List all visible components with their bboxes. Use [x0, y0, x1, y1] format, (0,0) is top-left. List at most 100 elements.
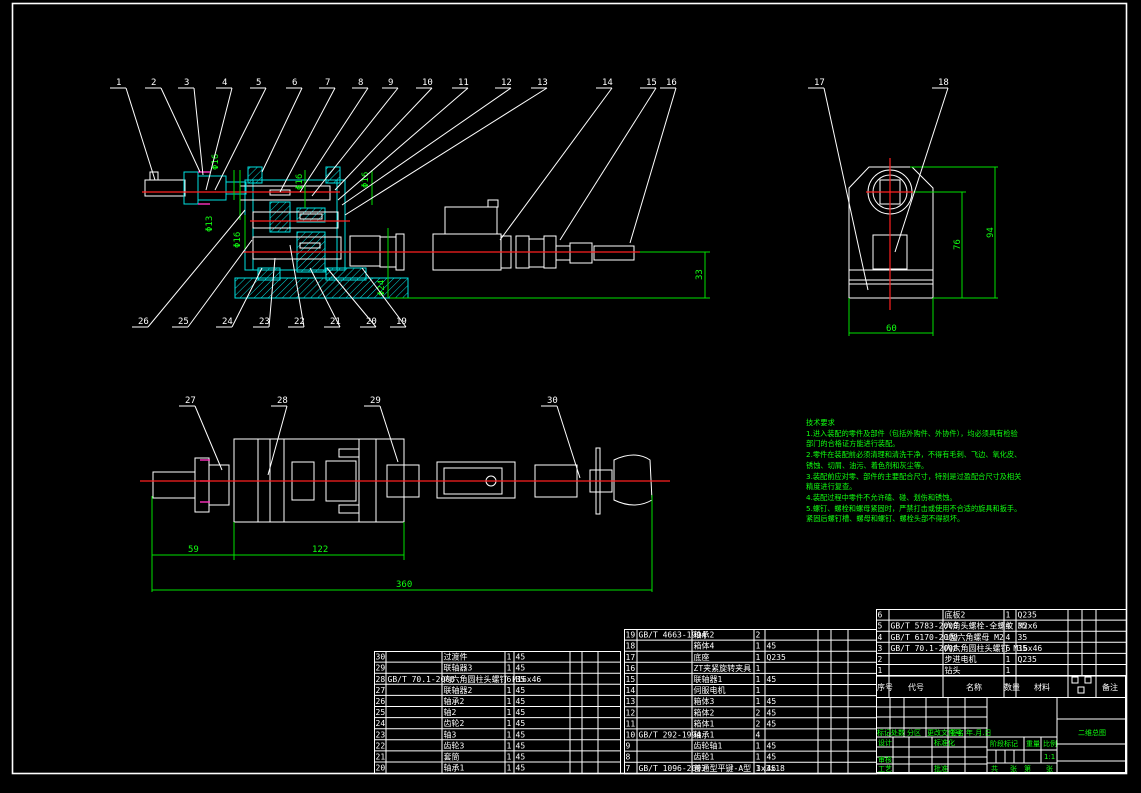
bom-name: ZT夹紧旋转夹具 [694, 663, 752, 673]
bom-qty: 2 [756, 708, 761, 717]
tech-req-item-5: 5.螺钉、螺栓和螺母紧固时，严禁打击或使用不合适的旋具和扳手。紧固后螺钉槽、螺母… [806, 503, 1022, 524]
bom-name: 齿轮1 [694, 752, 715, 762]
bom-header-name: 名称 [966, 682, 982, 692]
balloon-label: 18 [938, 78, 949, 88]
tb-process: 工艺 [878, 765, 892, 773]
bom-material: 45 [516, 719, 526, 728]
balloon-label: 30 [547, 396, 558, 406]
bom-no: 20 [376, 764, 386, 773]
balloon-label: 7 [325, 78, 330, 88]
motor-mount [349, 235, 381, 267]
bom-no: 4 [878, 633, 883, 642]
balloon-label: 12 [501, 78, 512, 88]
base-riser-left [257, 267, 281, 281]
bom-qty: 1 [1006, 666, 1011, 675]
servo-motor-terminal [487, 199, 499, 208]
bom-name: 箱体3 [694, 696, 715, 706]
bom-name: 轴承1 [694, 730, 715, 740]
bom-material: 45 [516, 708, 526, 717]
tb-standardization: 标准化 [934, 738, 955, 747]
bom-name: 轴3 [444, 729, 457, 739]
bom-header-qty: 数量 [1004, 682, 1020, 692]
bom-code: GB/T 4663-1994 [639, 631, 707, 640]
dim-94: 94 [986, 227, 996, 238]
dim-122: 122 [312, 545, 328, 555]
bom-material: 45 [516, 664, 526, 673]
bom-no: 2 [878, 655, 883, 664]
bom-name: 钻头 [945, 665, 961, 675]
coupling-left [197, 175, 227, 201]
base-plate [234, 277, 409, 299]
bom-name: 轴承2 [694, 630, 715, 640]
bom-no: 12 [626, 708, 636, 717]
bom-no: 26 [376, 697, 386, 706]
balloon-label: 25 [178, 317, 189, 327]
drawing-title: 二维总图 [1078, 728, 1106, 737]
top-servo [436, 461, 516, 499]
balloon-label: 15 [646, 78, 657, 88]
bom-header-code: 代号 [908, 682, 924, 692]
bom-qty: 1 [1006, 655, 1011, 664]
title-block: 标记 处数 分区 更改文件号 签名 年.月.日 设计 标准化 审核 工艺 批准 … [876, 697, 1126, 773]
bom-material: 45 [767, 642, 777, 651]
bom-qty: 4 [1006, 633, 1011, 642]
housing-left-top [247, 166, 263, 184]
bom-no: 9 [626, 742, 631, 751]
bom-no: 11 [626, 719, 636, 728]
bom-no: 22 [376, 741, 386, 750]
balloon-label: 28 [277, 396, 288, 406]
tech-req-item-3: 3.装配前应对零、部件的主要配合尺寸，特别是过盈配合尺寸及相关精度进行复查。 [806, 471, 1022, 492]
bom-name: 六角头螺栓-全螺纹 M2x6 [945, 621, 1038, 631]
balloon-label: 16 [666, 78, 677, 88]
bom-material: 35 [1018, 633, 1028, 642]
bom-qty: 1 [507, 764, 512, 773]
tech-req-item-2: 2.零件在装配前必须清理和清洗干净，不得有毛刺、飞边、氧化皮、锈蚀、切屑、油污、… [806, 450, 1022, 470]
bom-qty: 1 [756, 753, 761, 762]
bom-qty: 4 [1006, 622, 1011, 631]
bom-qty: 4 [756, 731, 761, 740]
bom-material: 45 [516, 753, 526, 762]
side-view: 60 76 94 [848, 158, 998, 336]
bom-code: GB/T 6170-2000 [891, 633, 959, 642]
balloon-label: 8 [358, 78, 363, 88]
tb-sheet2: 张 [1046, 764, 1053, 773]
bom-no: 13 [626, 697, 636, 706]
gear-upper [269, 201, 291, 233]
bom-name: 箱体2 [694, 707, 715, 717]
bom-code: GB/T 70.1-2008 [388, 675, 456, 684]
clamp-fixture [593, 245, 635, 261]
bom-material: Q235 [1018, 655, 1037, 664]
bom-no: 15 [626, 675, 636, 684]
bom-name: 1型六角螺母 M2 [945, 632, 1004, 642]
shaft-2 [252, 211, 339, 229]
bom-name: 齿轮轴1 [694, 741, 723, 751]
bom-name: 底座 [694, 652, 710, 662]
dim-phi16-a: Φ16 [211, 154, 221, 170]
dim-33: 33 [695, 269, 705, 280]
tb-stage: 阶段标记 [990, 739, 1018, 748]
servo-motor-top [444, 206, 498, 235]
top-rib-1 [338, 448, 360, 458]
bom-name: 过渡件 [444, 652, 468, 662]
top-coupling-27 [208, 464, 230, 506]
bom-no: 5 [878, 622, 883, 631]
bom-no: 28 [376, 675, 386, 684]
top-rib-2 [338, 504, 360, 514]
bom-qty: 1 [507, 719, 512, 728]
bom-no: 18 [626, 642, 636, 651]
balloon-label: 17 [814, 78, 825, 88]
